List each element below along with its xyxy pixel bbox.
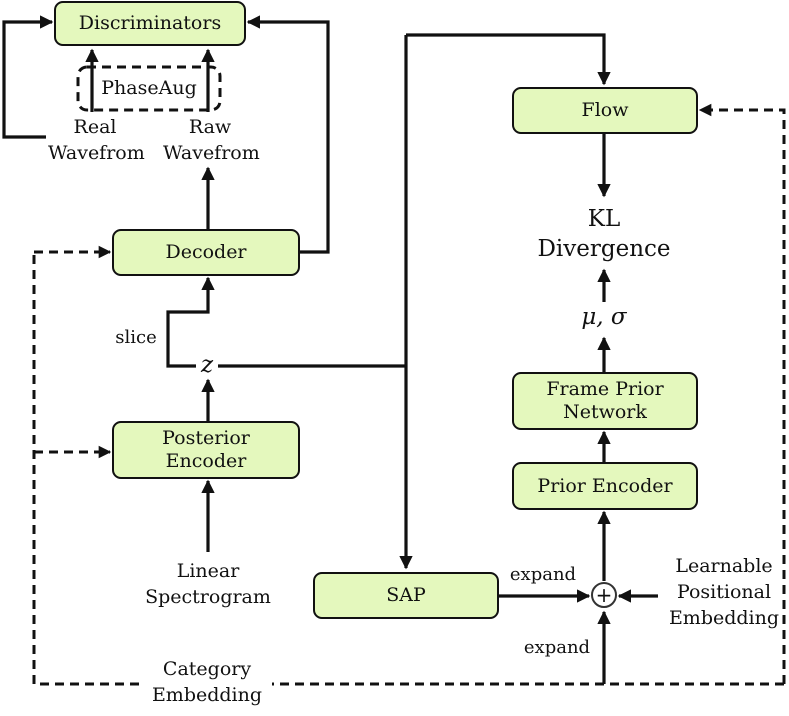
sap-label: SAP xyxy=(386,584,426,606)
arrow-z-to-flow xyxy=(406,33,611,86)
expand-category-label: expand xyxy=(523,637,591,658)
real-waveform-line1: Real xyxy=(73,116,117,138)
kl-divergence-label: KL Divergence xyxy=(528,204,680,264)
learnable-positional-embedding-label: Learnable Positional Embedding xyxy=(662,553,786,631)
real-waveform-label: Real Wavefrom xyxy=(46,114,145,166)
prior-encoder-box: Prior Encoder xyxy=(512,462,698,510)
flow-box: Flow xyxy=(512,87,698,134)
kl-divergence-line2: Divergence xyxy=(537,236,671,262)
z-label: z xyxy=(200,352,214,378)
category-embedding-label: Category Embedding xyxy=(142,656,272,708)
arrow-z-to-decoder-slice xyxy=(166,276,215,368)
phaseaug-box xyxy=(76,65,222,112)
linear-spectrogram-label: Linear Spectrogram xyxy=(139,558,277,610)
plus-symbol: + xyxy=(595,583,613,607)
expand-sap-label: expand xyxy=(509,564,577,585)
decoder-label: Decoder xyxy=(165,241,247,263)
learnable-line2: Positional xyxy=(676,581,772,603)
plus-node: + xyxy=(591,582,617,608)
slice-label: slice xyxy=(115,327,157,348)
phaseaug-label: PhaseAug xyxy=(96,75,202,101)
posterior-encoder-box: Posterior Encoder xyxy=(112,421,300,479)
posterior-encoder-label-line1: Posterior xyxy=(162,427,250,449)
discriminators-label: Discriminators xyxy=(78,12,222,34)
category-embedding-line2: Embedding xyxy=(151,684,263,706)
arrow-decoder-to-discriminators xyxy=(246,15,330,254)
line-category-embedding-bottom xyxy=(32,252,784,686)
posterior-encoder-label-line2: Encoder xyxy=(165,450,247,472)
mu-sigma-label: μ, σ xyxy=(581,304,627,330)
frame-prior-label-line1: Frame Prior xyxy=(546,378,664,400)
learnable-line1: Learnable xyxy=(675,555,773,577)
real-waveform-line2: Wavefrom xyxy=(48,142,145,164)
frame-prior-network-box: Frame Prior Network xyxy=(512,372,698,430)
raw-waveform-label: Raw Wavefrom xyxy=(161,114,260,166)
linear-spectrogram-line2: Spectrogram xyxy=(145,586,271,608)
raw-waveform-line1: Raw xyxy=(188,116,232,138)
arrow-category-to-flow xyxy=(698,103,786,684)
frame-prior-label-line2: Network xyxy=(563,401,647,423)
discriminators-box: Discriminators xyxy=(54,1,246,46)
category-embedding-line1: Category xyxy=(162,658,252,680)
learnable-line3: Embedding xyxy=(668,607,780,629)
arrow-real-loop-to-discriminators xyxy=(2,15,62,139)
linear-spectrogram-line1: Linear xyxy=(176,560,240,582)
kl-divergence-line1: KL xyxy=(587,206,621,232)
raw-waveform-line2: Wavefrom xyxy=(163,142,260,164)
flow-label: Flow xyxy=(581,99,629,121)
sap-box: SAP xyxy=(313,572,499,619)
decoder-box: Decoder xyxy=(112,229,300,276)
prior-encoder-label: Prior Encoder xyxy=(537,474,673,497)
